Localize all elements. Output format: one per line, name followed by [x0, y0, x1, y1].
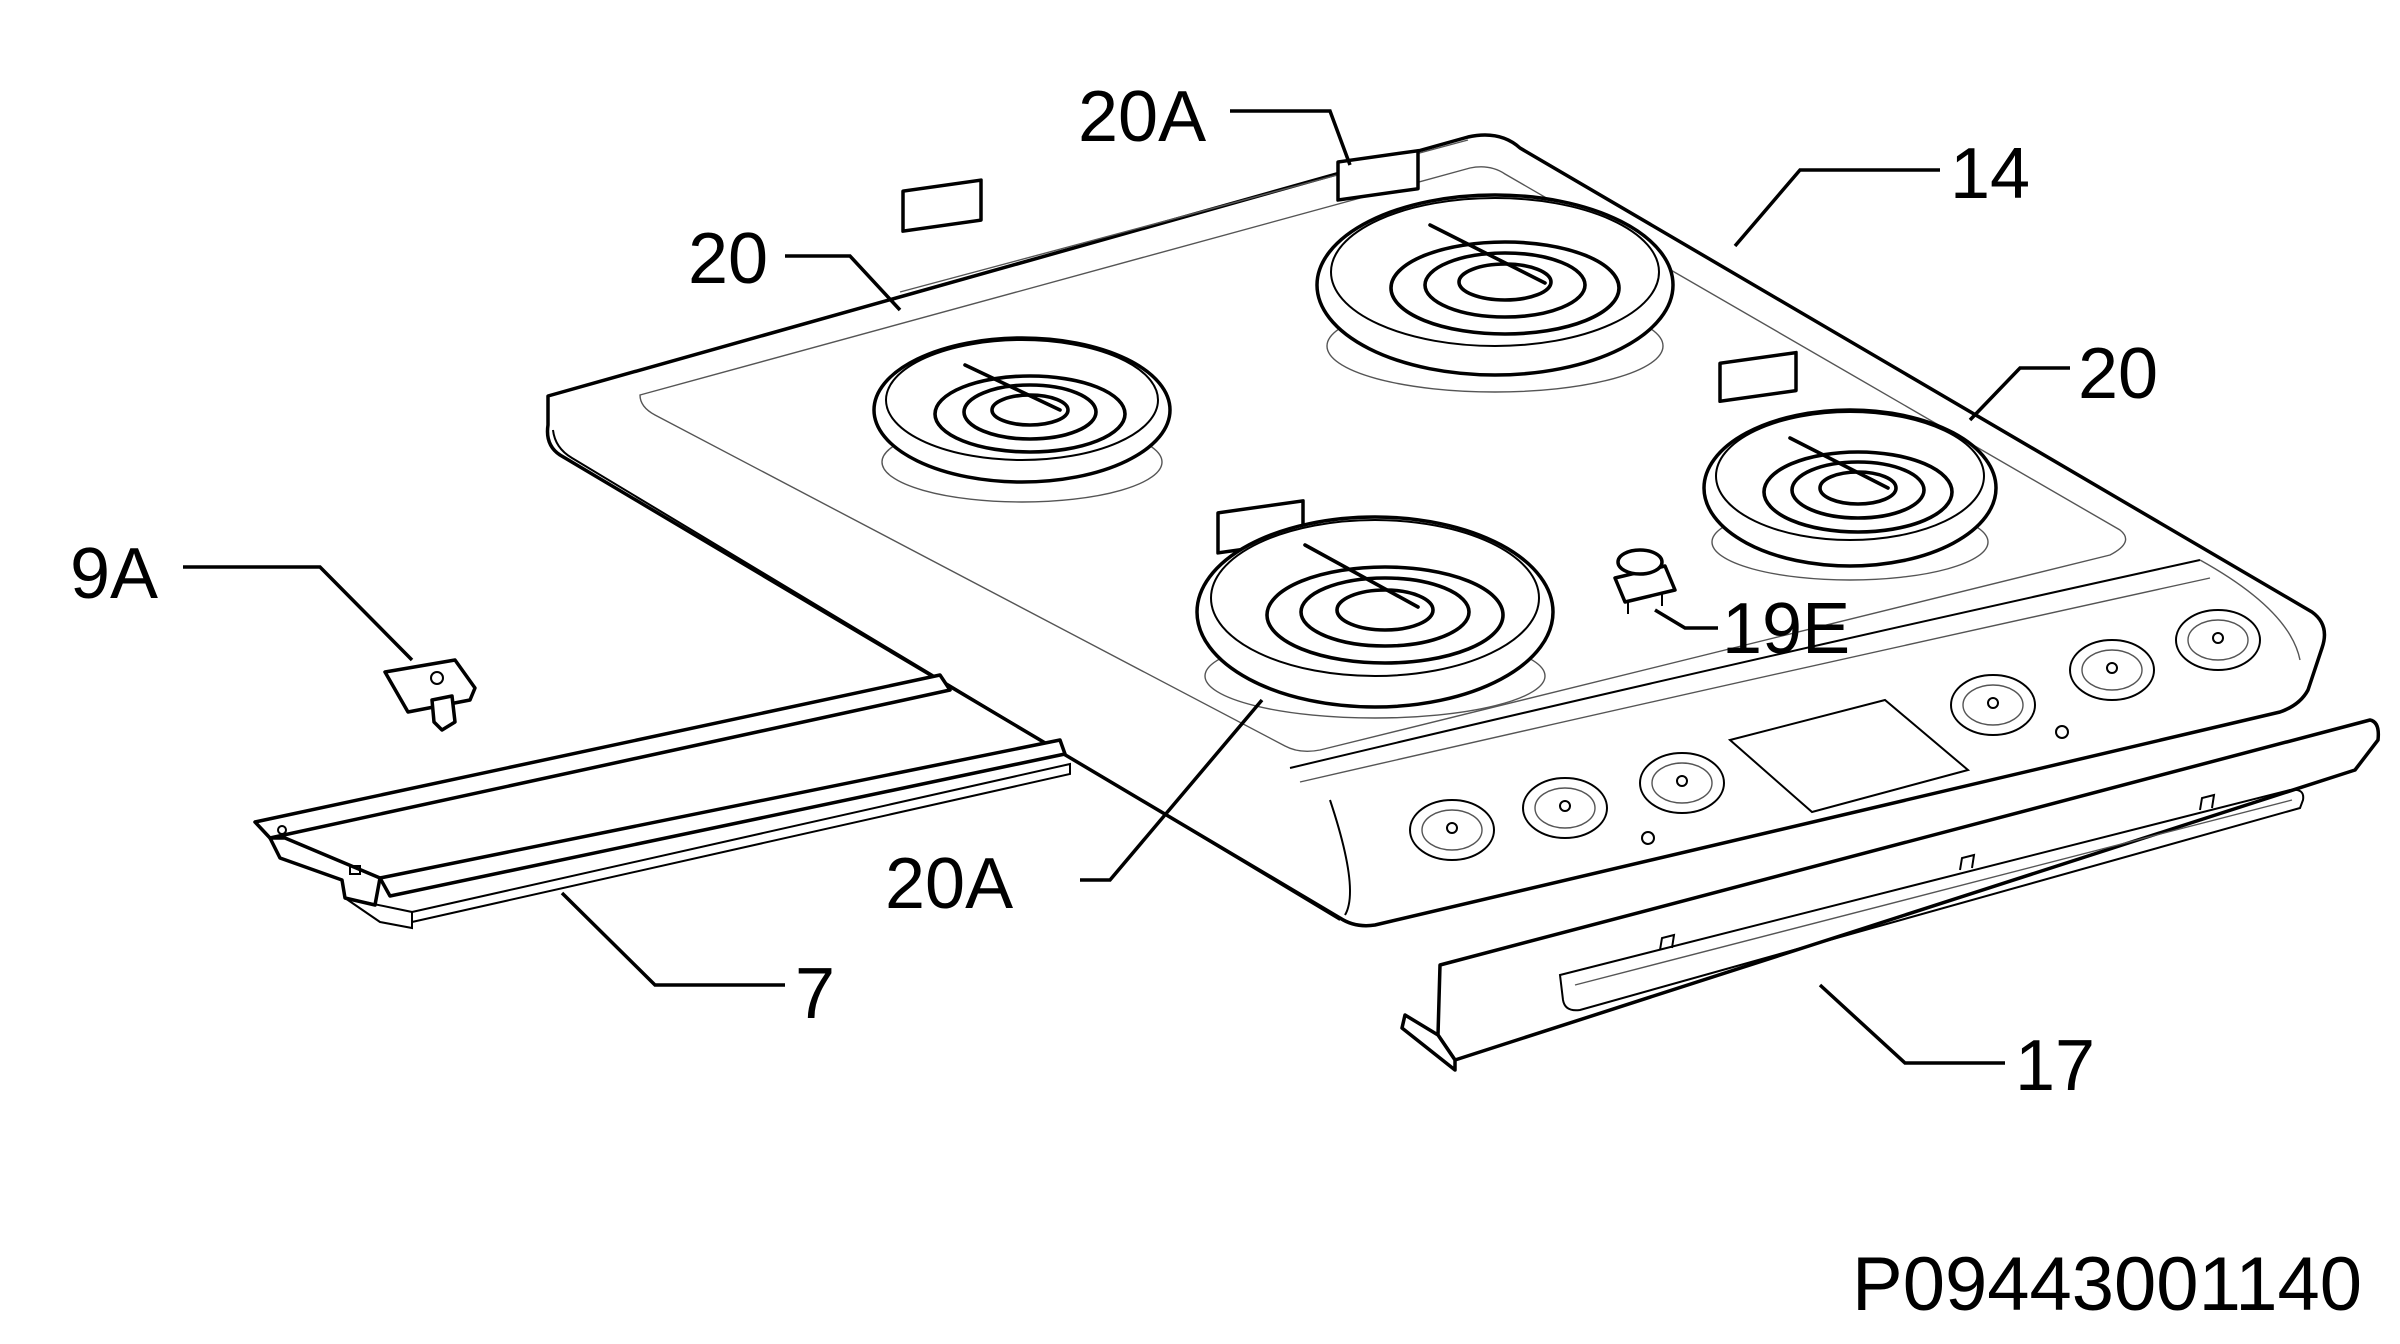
leader-lines — [183, 109, 2070, 1065]
control-display — [1727, 698, 1971, 814]
surface-element-front-left — [1195, 499, 1555, 719]
knob-icon — [2069, 639, 2155, 701]
surface-element-rear-right — [1315, 148, 1675, 393]
terminal-block-icon — [1336, 148, 1420, 202]
part-number: P09443001140 — [1852, 1242, 2362, 1327]
indicator-light-icon — [1641, 831, 1655, 845]
callout-14: 14 — [1950, 134, 2030, 214]
indicator-light-icon — [2055, 725, 2069, 739]
trim-strip-7 — [253, 673, 1071, 930]
callout-20A-top: 20A — [1078, 77, 1206, 157]
indicator-lamp-19E — [1613, 548, 1677, 614]
terminal-block-icon — [901, 178, 983, 233]
control-knobs — [1409, 609, 2261, 861]
knob-icon — [1409, 799, 1495, 861]
callout-19E: 19E — [1722, 589, 1850, 669]
callout-20-left: 20 — [688, 219, 768, 299]
coil-icon — [933, 363, 1127, 454]
knob-icon — [1950, 674, 2036, 736]
callout-17: 17 — [2015, 1026, 2095, 1106]
surface-element-rear-left — [872, 178, 1172, 503]
knob-icon — [1522, 777, 1608, 839]
coil-icon — [1265, 543, 1505, 665]
knob-icon — [1639, 752, 1725, 814]
coil-icon — [1762, 436, 1954, 534]
coil-icon — [1389, 223, 1621, 336]
callout-7: 7 — [795, 954, 835, 1034]
callout-20A-bottom: 20A — [885, 844, 1013, 924]
callout-9A: 9A — [70, 534, 158, 614]
front-trim-17 — [1400, 718, 2381, 1072]
clip-9A — [383, 658, 477, 732]
callout-20-right: 20 — [2078, 334, 2158, 414]
knob-icon — [2175, 609, 2261, 671]
surface-element-right — [1702, 350, 1998, 581]
terminal-block-icon — [1718, 350, 1798, 404]
